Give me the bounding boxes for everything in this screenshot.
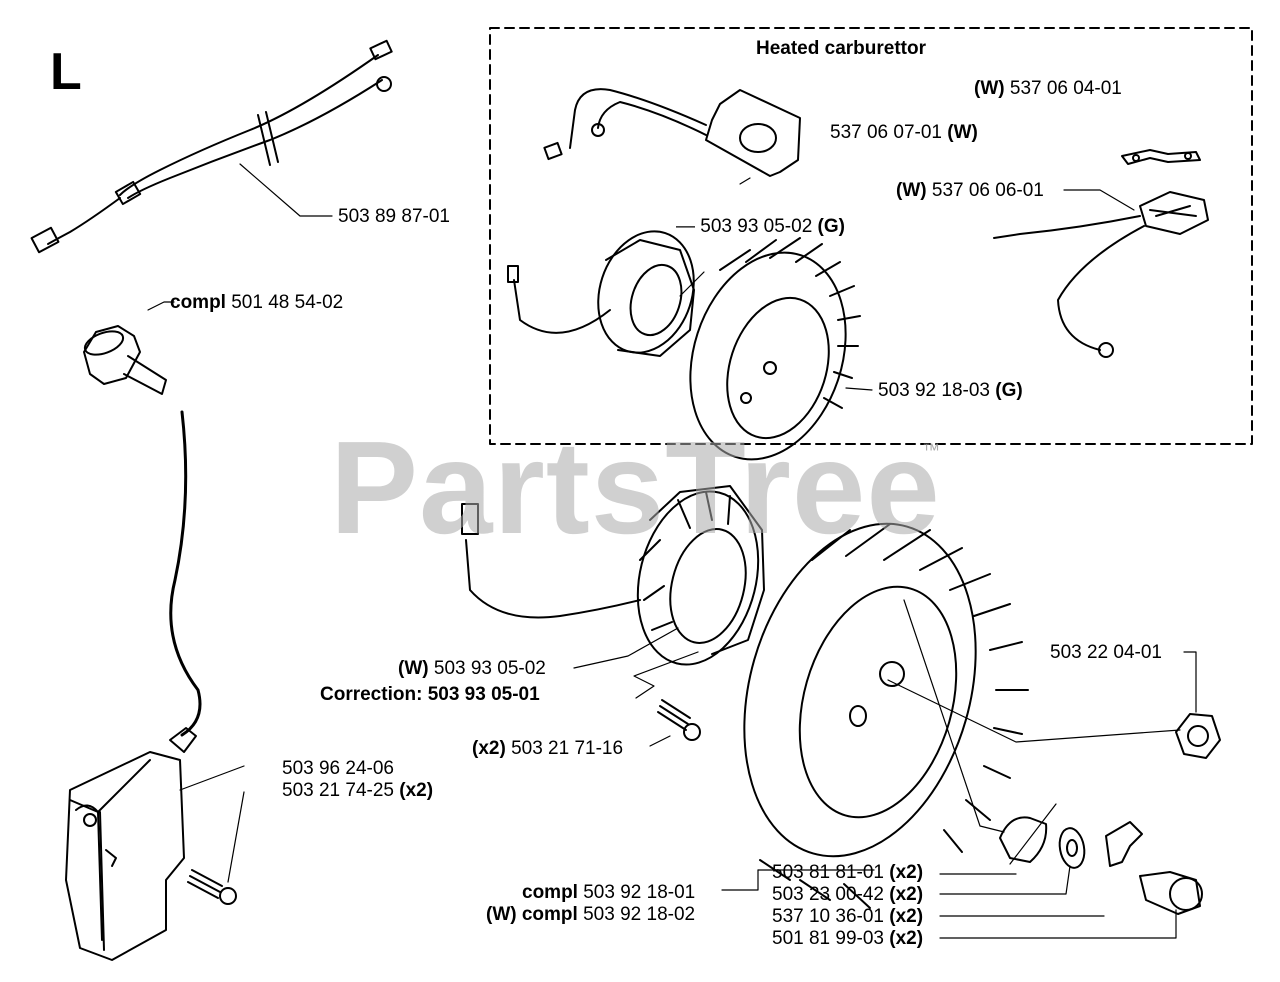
part-number: 503 92 18-02 [583, 904, 696, 925]
label-prefix: compl [170, 292, 226, 313]
heated-element-drawing [993, 191, 1209, 358]
label-prefix: Correction: [320, 684, 423, 705]
label-suffix: (x2) [399, 780, 434, 801]
label-suffix: (x2) [889, 928, 924, 949]
module-screw-drawing [187, 869, 237, 905]
part-number: 503 93 05-02 [433, 658, 546, 679]
label-prefix: (W) compl [486, 904, 578, 925]
part-number: 503 22 04-01 [1050, 642, 1162, 663]
spark-plug-cap-drawing [83, 325, 167, 395]
label-suffix: (G) [995, 380, 1023, 401]
part-number: 501 81 99-03 [772, 928, 884, 949]
label-suffix: (x2) [889, 884, 924, 905]
heated-carburettor-heading: Heated carburettor [756, 38, 926, 59]
label-prefix: (W) [974, 78, 1005, 99]
part-number: 503 23 00-42 [772, 884, 884, 905]
leader-lines [147, 163, 1197, 939]
part-number: 503 89 87-01 [338, 206, 450, 227]
label-prefix: compl [522, 882, 578, 903]
label-part-a[interactable]: 503 81 81-01 (x2) [772, 862, 923, 884]
label-part-b[interactable]: 503 23 00-42 (x2) [772, 884, 923, 906]
part-number: 503 81 81-01 [772, 862, 884, 883]
flywheel-nut-drawing [1175, 713, 1221, 759]
section-letter: L [50, 43, 82, 101]
label-heated-generator[interactable]: — 503 93 05-02 (G) [676, 216, 845, 238]
label-part-c[interactable]: 537 10 36-01 (x2) [772, 906, 923, 928]
label-prefix: (W) [398, 658, 429, 679]
label-heated-flywheel[interactable]: 503 92 18-03 (G) [878, 380, 1023, 402]
part-number: 537 06 07-01 [830, 122, 942, 143]
part-number: 537 06 04-01 [1009, 78, 1122, 99]
label-suffix: (x2) [889, 906, 924, 927]
wiring-harness-drawing [30, 39, 393, 254]
heated-generator-drawing [507, 230, 695, 357]
generator-drawing [461, 485, 765, 666]
part-number: 537 10 36-01 [772, 906, 884, 927]
label-heated-element[interactable]: (W) 537 06 06-01 [896, 180, 1044, 202]
label-spark-plug-cap[interactable]: compl 501 48 54-02 [170, 292, 343, 314]
label-suffix: (W) [947, 122, 978, 143]
label-flywheel-nut[interactable]: 503 22 04-01 [1050, 642, 1162, 664]
part-number: 501 48 54-02 [231, 292, 344, 313]
label-prefix: (W) [896, 180, 927, 201]
label-flywheel-compl[interactable]: compl 503 92 18-01 [522, 882, 695, 904]
part-number: — 503 93 05-02 [676, 216, 813, 237]
part-number: 537 06 06-01 [931, 180, 1044, 201]
heated-bracket-drawing [1121, 149, 1201, 165]
label-ignition-module[interactable]: 503 96 24-06 [282, 758, 394, 780]
label-suffix: (G) [817, 216, 845, 237]
label-part-d[interactable]: 501 81 99-03 (x2) [772, 928, 923, 950]
label-flywheel-compl-w[interactable]: (W) compl 503 92 18-02 [486, 904, 695, 926]
part-number: 503 92 18-03 [878, 380, 990, 401]
part-number: 503 96 24-06 [282, 758, 394, 779]
label-heated-plate[interactable]: 537 06 07-01 (W) [830, 122, 978, 144]
flywheel-drawing [743, 522, 1029, 909]
heated-flywheel-drawing [689, 237, 861, 461]
part-number: 503 92 18-01 [583, 882, 696, 903]
part-number: 503 21 74-25 [282, 780, 394, 801]
part-number: 503 21 71-16 [511, 738, 624, 759]
heated-plate-drawing [543, 88, 801, 177]
trademark-symbol: ™ [922, 440, 940, 460]
label-generator-screw[interactable]: (x2) 503 21 71-16 [472, 738, 623, 760]
label-suffix: (x2) [889, 862, 924, 883]
generator-screw-drawing [657, 699, 701, 741]
label-correction[interactable]: Correction: 503 93 05-01 [320, 684, 540, 706]
axis-parts-drawing [999, 816, 1203, 915]
label-wiring-harness[interactable]: 503 89 87-01 [338, 206, 450, 228]
watermark-text: PartsTree [330, 414, 941, 561]
label-prefix: (x2) [472, 738, 506, 759]
heated-carburettor-box [489, 27, 1253, 445]
label-generator[interactable]: (W) 503 93 05-02 [398, 658, 546, 680]
label-module-screws[interactable]: 503 21 74-25 (x2) [282, 780, 433, 802]
part-number: 503 93 05-01 [427, 684, 540, 705]
label-heated-bracket[interactable]: (W) 537 06 04-01 [974, 78, 1122, 100]
ignition-module-drawing [65, 727, 197, 961]
ignition-cable [169, 410, 202, 737]
